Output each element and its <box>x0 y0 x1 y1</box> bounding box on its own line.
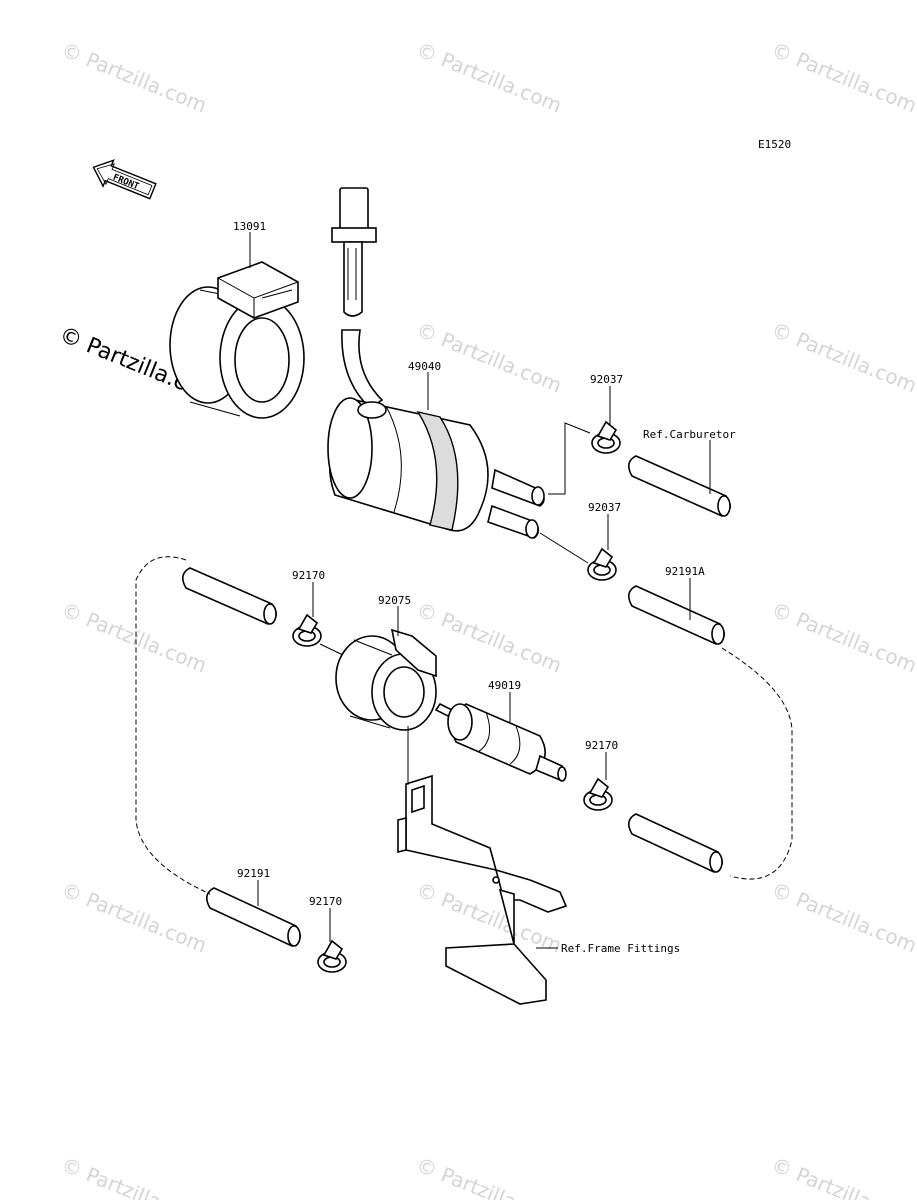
leader-pump-to-clamp <box>548 422 591 495</box>
watermark: © Partzilla.com <box>413 1152 565 1200</box>
part-92037-clamp-top <box>591 420 621 454</box>
label-92037-mid: 92037 <box>588 501 621 514</box>
label-92037-top: 92037 <box>590 373 623 386</box>
watermark: © Partzilla.com <box>768 597 917 677</box>
watermark: © Partzilla.com <box>768 877 917 957</box>
label-92191: 92191 <box>237 867 270 880</box>
leader-pump-to-clamp-mid <box>539 532 589 564</box>
part-49019-fuel-filter <box>434 702 567 782</box>
label-92075: 92075 <box>378 594 411 607</box>
watermark: © Partzilla.com <box>58 1152 210 1200</box>
part-92191-hose <box>206 887 301 947</box>
watermark: © Partzilla.com <box>768 317 917 397</box>
route-right-loop <box>721 647 793 880</box>
part-92170-clamp-bottom <box>317 939 347 973</box>
watermark: © Partzilla.com <box>413 37 565 117</box>
diagram-code: E1520 <box>758 138 791 151</box>
label-49019: 49019 <box>488 679 521 692</box>
hose-to-carburetor <box>628 455 731 517</box>
label-49040: 49040 <box>408 360 441 373</box>
part-13091-clamp <box>169 261 305 419</box>
label-92191A: 92191A <box>665 565 705 578</box>
watermark: © Partzilla.com <box>768 37 917 117</box>
watermark-grid: © Partzilla.com © Partzilla.com © Partzi… <box>58 37 917 1200</box>
watermark: © Partzilla.com <box>768 1152 917 1200</box>
label-ref-carburetor: Ref.Carburetor <box>643 428 736 441</box>
label-13091: 13091 <box>233 220 266 233</box>
part-92170-clamp-left <box>292 613 322 647</box>
label-ref-frame: Ref.Frame Fittings <box>561 942 680 955</box>
watermark: © Partzilla.com <box>413 317 565 397</box>
route-left-loop <box>135 556 211 895</box>
part-92191A-hose <box>628 585 725 645</box>
leader-clamp-to-filter <box>319 643 346 657</box>
front-arrow-icon: FRONT <box>92 159 157 200</box>
watermark: © Partzilla.com <box>58 877 210 957</box>
label-92170-left: 92170 <box>292 569 325 582</box>
hose-right-lower <box>628 813 723 873</box>
part-92037-clamp-mid <box>587 547 617 581</box>
hose-left-upper <box>182 567 277 625</box>
frame-bracket <box>397 726 568 1005</box>
part-92170-clamp-right <box>583 777 613 811</box>
part-92075-filter-clamp <box>335 628 437 731</box>
label-92170-bottom: 92170 <box>309 895 342 908</box>
watermark: © Partzilla.com <box>58 597 210 677</box>
label-92170-right: 92170 <box>585 739 618 752</box>
part-49040-fuel-pump <box>327 187 545 539</box>
watermark: © Partzilla.com <box>58 37 210 117</box>
